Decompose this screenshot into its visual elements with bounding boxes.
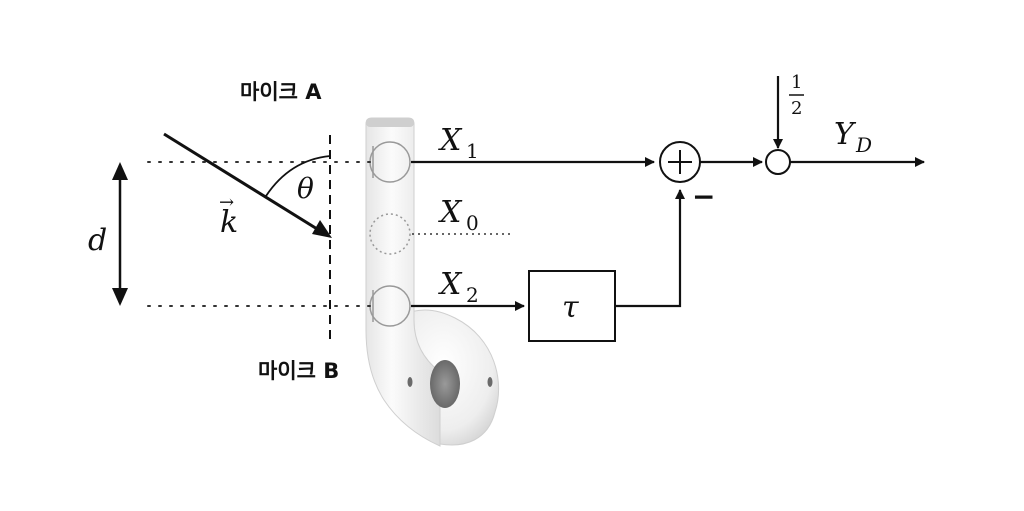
mic-b-label: 마이크 B (258, 359, 340, 383)
x1-label-main: X (438, 123, 463, 158)
earbud-stem-cap (366, 118, 414, 127)
x2-label-main: X (438, 267, 463, 302)
theta-label: θ (297, 172, 314, 205)
x2-label-sub: 2 (466, 283, 479, 307)
earbud-stem (365, 117, 441, 447)
yd-label-sub: D (855, 133, 872, 157)
earbud-mesh (430, 360, 460, 408)
half-denominator: 2 (791, 98, 802, 119)
tau-label: τ (562, 290, 579, 325)
delay-block (528, 270, 616, 342)
x0-label-main: X (438, 195, 463, 230)
mic-0-circle (369, 213, 411, 255)
gain-junction (765, 149, 791, 175)
half-numerator: 1 (791, 72, 802, 93)
x1-label: X 1 (438, 123, 479, 163)
k-arrow-accent: → (219, 192, 234, 213)
d-arrow-top (112, 162, 128, 180)
k-vector-head (312, 220, 332, 238)
x1-label-sub: 1 (466, 139, 479, 163)
d-label: d (88, 223, 107, 258)
d-arrow-bottom (112, 288, 128, 306)
x0-label: X 0 (438, 195, 479, 235)
theta-arc (265, 155, 331, 197)
mic-a-label: 마이크 A (240, 80, 322, 104)
minus-sign: − (692, 180, 715, 213)
yd-label: Y D (834, 117, 872, 157)
x2-label: X 2 (438, 267, 479, 307)
earbud-sensor-left (407, 377, 413, 387)
delay-output-line (615, 189, 685, 308)
k-vector (163, 132, 323, 234)
yd-label-main: Y (834, 117, 857, 152)
earbud-sensor-right (487, 377, 493, 387)
earbud-illustration (365, 117, 500, 447)
k-label: k (220, 205, 238, 240)
x0-label-sub: 0 (466, 211, 479, 235)
